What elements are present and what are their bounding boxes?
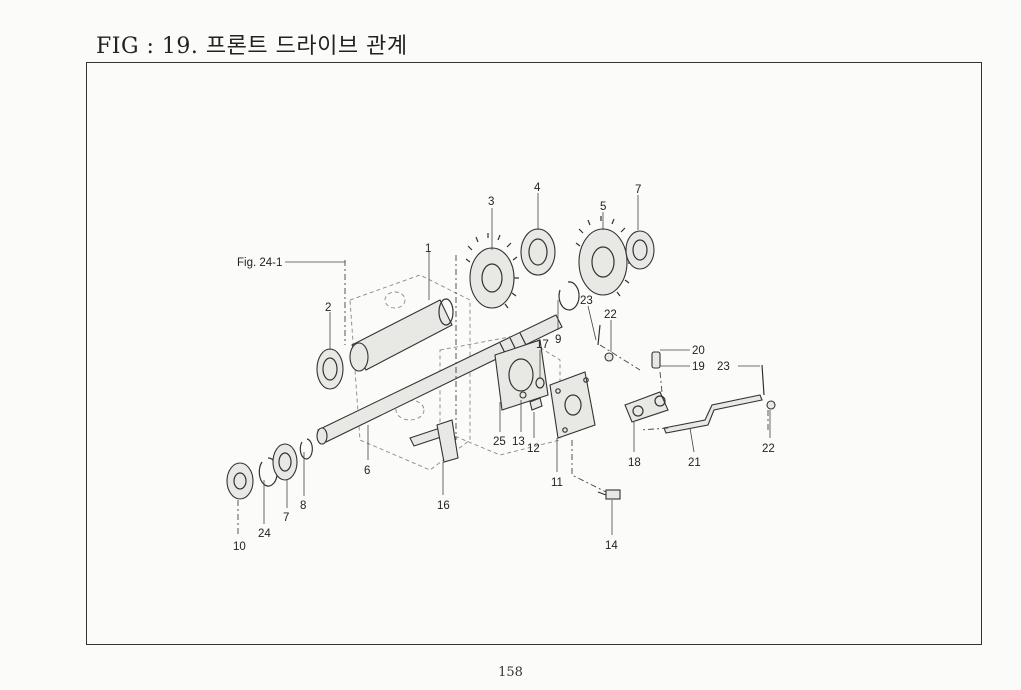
callout-7-bottom: 7 <box>283 512 289 524</box>
gear-5 <box>575 216 633 297</box>
callout-22-left: 22 <box>604 309 617 321</box>
bearing-2 <box>316 348 344 390</box>
sleeve-1 <box>349 298 454 372</box>
callout-18: 18 <box>628 457 641 469</box>
callout-10: 10 <box>233 541 246 553</box>
pin-19 <box>651 351 661 369</box>
spring-12 <box>529 397 543 411</box>
callout-1: 1 <box>425 243 431 255</box>
bolt-14 <box>597 489 621 500</box>
callout-23-left: 23 <box>580 295 593 307</box>
callout-16: 16 <box>437 500 450 512</box>
page-number: 158 <box>498 665 523 680</box>
callout-14: 14 <box>605 540 618 552</box>
snap-ring-9 <box>558 281 580 311</box>
callout-2: 2 <box>325 302 331 314</box>
callout-8: 8 <box>300 500 306 512</box>
gear-3 <box>465 233 519 309</box>
pin-23 <box>597 324 601 346</box>
leader-lines <box>263 193 771 535</box>
cotter-pin-23 <box>761 364 765 396</box>
callout-6: 6 <box>364 465 370 477</box>
ref-fig-24-1: Fig. 24-1 <box>237 257 282 269</box>
callout-13: 13 <box>512 436 525 448</box>
figure-title: FIG : 19. 프론트 드라이브 관계 <box>96 34 408 59</box>
snap-ring-8 <box>299 438 313 460</box>
callout-7-top: 7 <box>635 184 641 196</box>
flange-11 <box>549 371 596 439</box>
callout-25: 25 <box>493 436 506 448</box>
callout-12: 12 <box>527 443 540 455</box>
callout-4: 4 <box>534 182 541 194</box>
diagram-frame <box>86 62 982 645</box>
rod-21 <box>663 394 763 434</box>
bearing-7-bottom <box>272 443 298 481</box>
seal-10 <box>226 462 254 500</box>
callout-3: 3 <box>488 196 494 208</box>
arm-18 <box>624 391 669 423</box>
callout-23-right: 23 <box>717 361 730 373</box>
callout-19: 19 <box>692 361 705 373</box>
callout-20: 20 <box>692 345 705 357</box>
callout-24: 24 <box>258 528 271 540</box>
shift-lever-16 <box>409 419 459 463</box>
washer-22-right <box>766 400 776 410</box>
washer-22 <box>604 352 614 362</box>
callout-21: 21 <box>688 457 701 469</box>
callout-9: 9 <box>555 334 561 346</box>
cover-25 <box>494 339 549 411</box>
callout-5: 5 <box>600 201 606 213</box>
callout-22-right: 22 <box>762 443 775 455</box>
ball-13 <box>519 391 527 399</box>
callout-17: 17 <box>536 339 549 351</box>
callout-11: 11 <box>551 477 563 489</box>
bearing-4 <box>520 228 556 276</box>
bearing-7-top <box>625 230 655 270</box>
